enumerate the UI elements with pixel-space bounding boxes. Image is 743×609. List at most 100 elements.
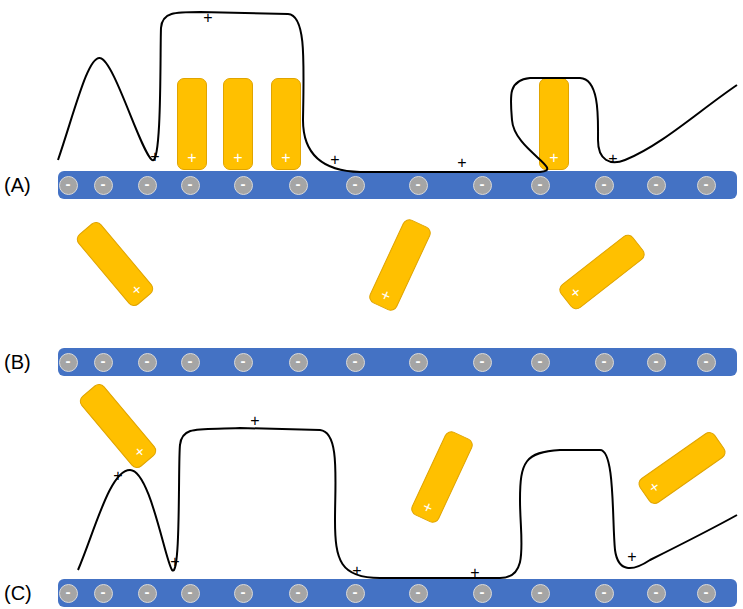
positive-rod: + xyxy=(223,78,253,170)
charge-sign: - xyxy=(182,354,199,371)
charge-sign: - xyxy=(235,585,252,602)
positive-rod: + xyxy=(557,232,648,312)
negative-charge: - xyxy=(289,584,308,603)
chain-charge: + xyxy=(150,149,159,165)
negative-charge: - xyxy=(595,353,614,372)
charge-sign: - xyxy=(347,354,364,371)
chain-charge: + xyxy=(250,413,259,429)
positive-rod: + xyxy=(539,78,569,170)
negative-charge: - xyxy=(595,176,614,195)
panel-label: (A) xyxy=(4,174,31,197)
charge-sign: - xyxy=(290,354,307,371)
charge-sign: - xyxy=(474,354,491,371)
negative-charge: - xyxy=(409,584,428,603)
charge-sign: - xyxy=(532,177,549,194)
charge-sign: - xyxy=(290,177,307,194)
positive-rod: + xyxy=(177,78,207,170)
negative-charge: - xyxy=(138,353,157,372)
negative-charge: - xyxy=(289,176,308,195)
charge-sign: - xyxy=(60,177,77,194)
charged-surface: (A)------------- xyxy=(58,171,737,199)
charge-sign: + xyxy=(370,283,402,309)
negative-charge: - xyxy=(59,353,78,372)
negative-charge: - xyxy=(531,584,550,603)
negative-charge: - xyxy=(181,353,200,372)
negative-charge: - xyxy=(138,176,157,195)
negative-charge: - xyxy=(531,176,550,195)
charge-sign: - xyxy=(648,585,665,602)
chain-charge: + xyxy=(457,155,466,171)
chain-charge: + xyxy=(608,151,617,167)
charge-sign: + xyxy=(412,495,444,521)
charge-sign: - xyxy=(648,354,665,371)
negative-charge: - xyxy=(531,353,550,372)
negative-charge: - xyxy=(94,353,113,372)
charge-sign: - xyxy=(182,177,199,194)
positive-rod: + xyxy=(74,219,156,309)
positive-rod: + xyxy=(409,429,475,525)
charge-sign: + xyxy=(560,277,590,309)
charged-surface: (C)------------- xyxy=(58,579,737,607)
chain-charge: + xyxy=(330,152,339,168)
charge-sign: - xyxy=(410,585,427,602)
negative-charge: - xyxy=(234,176,253,195)
positive-rod: + xyxy=(367,217,433,313)
charge-sign: - xyxy=(290,585,307,602)
charge-sign: - xyxy=(474,585,491,602)
negative-charge: - xyxy=(181,176,200,195)
charge-sign: - xyxy=(410,177,427,194)
charge-sign: - xyxy=(95,354,112,371)
negative-charge: - xyxy=(138,584,157,603)
polymer-chain xyxy=(58,12,737,172)
charge-sign: - xyxy=(596,177,613,194)
negative-charge: - xyxy=(59,584,78,603)
charge-sign: - xyxy=(139,585,156,602)
negative-charge: - xyxy=(234,584,253,603)
charge-sign: - xyxy=(95,585,112,602)
charged-surface: (B)------------- xyxy=(58,348,737,376)
charge-sign: + xyxy=(124,437,156,467)
chain-charge: + xyxy=(170,554,179,570)
charge-sign: - xyxy=(60,585,77,602)
negative-charge: - xyxy=(647,353,666,372)
charge-sign: + xyxy=(178,150,206,166)
charge-sign: - xyxy=(235,354,252,371)
negative-charge: - xyxy=(346,353,365,372)
charge-sign: - xyxy=(95,177,112,194)
charge-sign: - xyxy=(532,585,549,602)
negative-charge: - xyxy=(346,176,365,195)
positive-rod: + xyxy=(271,78,301,170)
charge-sign: + xyxy=(121,275,153,305)
negative-charge: - xyxy=(697,584,716,603)
negative-charge: - xyxy=(94,584,113,603)
negative-charge: - xyxy=(595,584,614,603)
negative-charge: - xyxy=(346,584,365,603)
chain-charge: + xyxy=(113,468,122,484)
charge-sign: - xyxy=(698,585,715,602)
charge-sign: + xyxy=(272,150,300,166)
charge-sign: - xyxy=(182,585,199,602)
charge-sign: - xyxy=(532,354,549,371)
negative-charge: - xyxy=(409,176,428,195)
charge-sign: + xyxy=(640,471,669,503)
negative-charge: - xyxy=(473,353,492,372)
negative-charge: - xyxy=(647,176,666,195)
negative-charge: - xyxy=(473,584,492,603)
negative-charge: - xyxy=(473,176,492,195)
charge-sign: - xyxy=(698,177,715,194)
charge-sign: - xyxy=(410,354,427,371)
charge-sign: - xyxy=(648,177,665,194)
charge-sign: + xyxy=(540,150,568,166)
charge-sign: - xyxy=(139,177,156,194)
charge-sign: - xyxy=(235,177,252,194)
charge-sign: - xyxy=(474,177,491,194)
charge-sign: - xyxy=(596,585,613,602)
positive-rod: + xyxy=(636,429,729,506)
charge-sign: - xyxy=(596,354,613,371)
chain-charge: + xyxy=(203,10,212,26)
positive-rod: + xyxy=(77,381,159,471)
